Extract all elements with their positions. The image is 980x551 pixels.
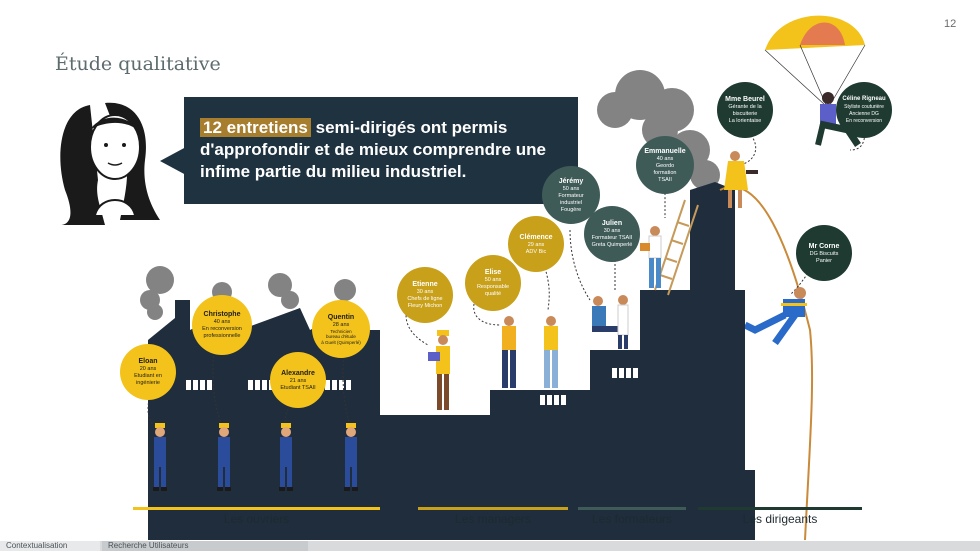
profile-detail: Chefs de ligne: [407, 296, 443, 302]
profile-name: Alexandre: [281, 369, 315, 377]
profile-detail: Ancienne DG: [849, 111, 879, 117]
profile-name: Jérémy: [558, 177, 584, 185]
worker-figure: [279, 423, 293, 491]
speech-bubble: 12 entretiens semi-dirigés ont permis d'…: [184, 97, 578, 204]
category-bar-formateurs: [578, 507, 686, 510]
footer-tab-contextualisation[interactable]: Contextualisation: [0, 541, 100, 551]
profile-detail: En reconversion: [845, 118, 883, 124]
profile-alexandre: Alexandre 21 ans Etudiant TSAII: [270, 352, 326, 408]
profile-mr-corne: Mr Corne DG Biscuits Panier: [796, 225, 852, 281]
profile-detail: 28 ans: [332, 321, 350, 328]
page-number: 12: [944, 18, 957, 30]
profile-detail: 50 ans: [484, 277, 502, 283]
profile-detail: Gérante de la: [728, 104, 762, 110]
profile-detail: TSAII: [658, 176, 672, 183]
category-bar-ouvriers: [133, 507, 380, 510]
director-figure: [724, 151, 758, 208]
director-figure: [745, 287, 807, 345]
profile-mme-beurel: Mme Beurel Gérante de la biscuiterie La …: [717, 82, 773, 138]
profile-elise: Elise 50 ans Responsable qualité: [465, 255, 521, 311]
profile-detail: Fleury Michon: [407, 303, 443, 309]
speech-bubble-tail: [160, 147, 186, 175]
profile-celine-rigneau: Céline Rigneau Styliste couturière Ancie…: [836, 82, 892, 138]
profile-detail: En reconversion: [202, 326, 242, 332]
profile-detail: 30 ans: [416, 289, 434, 295]
profile-detail: industriel: [559, 199, 582, 206]
category-bar-managers: [418, 507, 568, 510]
woman-illustration: [60, 102, 160, 225]
profile-name: Emmanuelle: [644, 147, 686, 155]
profile-detail: Styliste couturière: [844, 104, 884, 110]
category-label-ouvriers: Les ouvriers: [223, 512, 290, 526]
page-title: Étude qualitative: [55, 53, 221, 75]
profile-detail: Greta Quimperlé: [591, 242, 633, 248]
profile-detail: ADV Bic: [525, 248, 547, 255]
profile-detail: bureau d'étude: [326, 334, 356, 340]
profile-quentin: Quentin 28 ans Technicien bureau d'étude…: [312, 300, 370, 358]
profile-julien: Julien 30 ans Formateur TSAII Greta Quim…: [584, 206, 640, 262]
worker-figure: [344, 423, 358, 491]
profile-detail: 20 ans: [139, 366, 157, 372]
manager-figure: [544, 316, 558, 388]
profile-detail: professionnelle: [203, 333, 241, 339]
profile-detail: Fougère: [560, 206, 582, 213]
profile-eloan: Eloan 20 ans Etudiant en ingénierie: [120, 344, 176, 400]
profile-detail: Panier: [816, 257, 832, 264]
rope: [719, 186, 814, 541]
profile-name: Céline Rigneau: [842, 96, 886, 102]
profile-name: Julien: [601, 220, 623, 227]
profile-detail: Technicien: [330, 328, 352, 334]
bubble-body: semi-dirigés ont permis d'approfondir et…: [200, 118, 546, 181]
profile-detail: ingénierie: [136, 380, 160, 386]
speech-bubble-text: 12 entretiens semi-dirigés ont permis d'…: [200, 117, 570, 183]
profile-detail: 50 ans: [562, 185, 580, 192]
profile-clemence: Clémence 29 ans ADV Bic: [508, 216, 564, 272]
highlight-count: 12 entretiens: [200, 118, 311, 137]
profile-detail: Etudiant en: [134, 373, 162, 379]
category-label-formateurs: Les formateurs: [591, 512, 673, 526]
profile-detail: 30 ans: [603, 228, 621, 234]
profile-detail: 40 ans: [656, 155, 674, 162]
profile-detail: Geordo: [655, 162, 675, 169]
profile-name: Mr Corne: [808, 242, 840, 250]
profile-detail: DG Biscuits: [809, 250, 839, 257]
profile-detail: 29 ans: [527, 241, 545, 248]
profile-detail: La lorientaise: [728, 118, 762, 124]
manager-figure: [428, 330, 450, 410]
profile-name: Mme Beurel: [725, 96, 765, 103]
worker-figure: [153, 423, 167, 491]
profile-detail: qualité: [484, 291, 502, 297]
profile-detail: 40 ans: [213, 319, 231, 325]
profile-detail: biscuiterie: [732, 111, 758, 117]
profile-christophe: Christophe 40 ans En reconversion profes…: [192, 295, 252, 355]
profile-name: Quentin: [327, 313, 355, 321]
profile-detail: formation: [653, 169, 677, 176]
category-label-managers: Les managers: [454, 512, 532, 526]
profile-name: Eloan: [138, 358, 158, 365]
profile-name: Clémence: [519, 233, 553, 241]
category-label-dirigeants: Les dirigeants: [742, 512, 818, 526]
profile-etienne: Etienne 30 ans Chefs de ligne Fleury Mic…: [397, 267, 453, 323]
profile-emmanuelle: Emmanuelle 40 ans Geordo formation TSAII: [636, 136, 694, 194]
category-bar-dirigeants: [698, 507, 862, 510]
profile-name: Elise: [484, 269, 502, 276]
profile-detail: Etudiant TSAII: [280, 384, 316, 391]
profile-detail: Formateur: [558, 192, 584, 199]
footer-nav: Contextualisation Recherche Utilisateurs: [0, 541, 980, 551]
profile-name: Christophe: [203, 311, 241, 318]
worker-figure: [217, 423, 231, 491]
profile-detail: Responsable: [476, 284, 510, 290]
profile-name: Etienne: [412, 281, 438, 288]
footer-tab-recherche-utilisateurs[interactable]: Recherche Utilisateurs: [102, 541, 308, 551]
trainer-figure: [640, 226, 662, 288]
trainer-figure: [592, 295, 629, 349]
manager-figure: [502, 316, 516, 388]
profile-detail: Formateur TSAII: [591, 235, 633, 241]
profile-detail: 21 ans: [289, 377, 307, 384]
profile-detail: à Guelt (Quimperlé): [321, 339, 361, 345]
